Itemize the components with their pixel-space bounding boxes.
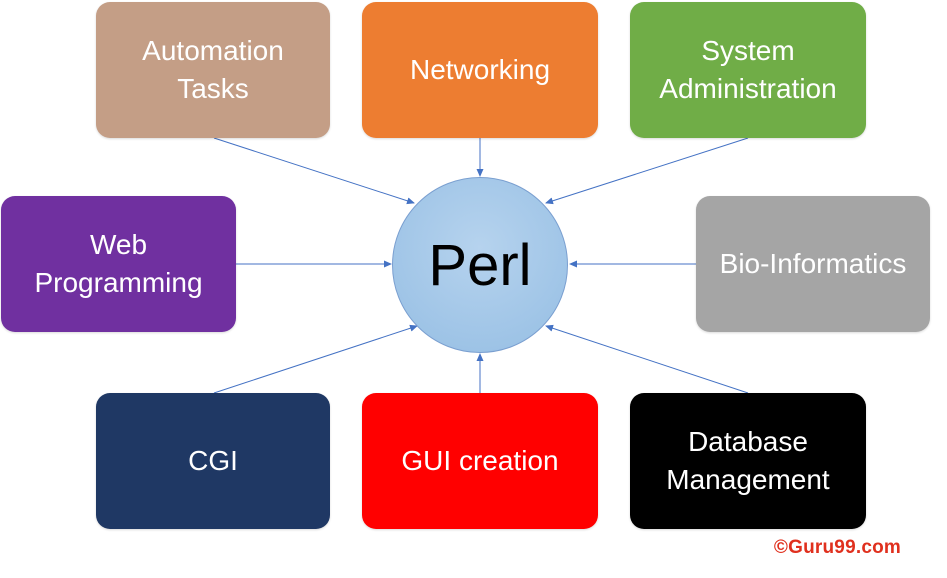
center-node-perl: Perl: [392, 177, 568, 353]
watermark-copyright: ©Guru99.com: [773, 537, 901, 558]
node-database-management: Database Management: [630, 393, 866, 529]
node-web-programming-label: Web Programming: [34, 229, 203, 298]
node-system-administration-label: System Administration: [659, 35, 837, 104]
node-gui-creation: GUI creation: [362, 393, 598, 529]
node-gui-creation-label: GUI creation: [401, 445, 559, 476]
node-networking: Networking: [362, 2, 598, 138]
node-bio-informatics-label: Bio-Informatics: [719, 248, 907, 279]
node-cgi: CGI: [96, 393, 330, 529]
node-database-management-label: Database Management: [666, 426, 830, 495]
node-bio-informatics: Bio-Informatics: [696, 196, 930, 332]
node-web-programming: Web Programming: [1, 196, 236, 332]
node-automation-tasks-label: Automation Tasks: [142, 35, 284, 104]
arrow-automation-tasks-to-perl: [213, 137, 415, 205]
node-cgi-label: CGI: [188, 445, 238, 476]
arrow-database-management-to-perl: [545, 324, 749, 394]
arrow-cgi-to-perl: [213, 324, 418, 394]
node-automation-tasks: Automation Tasks: [96, 2, 330, 138]
node-system-administration: System Administration: [630, 2, 866, 138]
center-node-label: Perl: [428, 232, 532, 298]
node-networking-label: Networking: [409, 54, 551, 85]
arrow-system-administration-to-perl: [545, 137, 749, 205]
